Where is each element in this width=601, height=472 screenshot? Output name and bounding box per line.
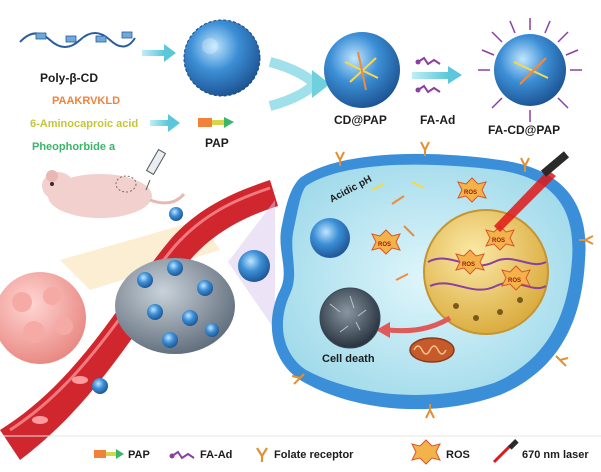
legend-folate: Folate receptor xyxy=(256,447,354,462)
arrow-components-to-pap xyxy=(150,114,180,132)
ros-text: ROS xyxy=(378,242,391,248)
folate-receptor-icon xyxy=(256,447,268,462)
nucleus xyxy=(423,209,549,335)
dead-cell xyxy=(319,287,381,349)
syringe-icon xyxy=(145,148,167,191)
fa-cd-pap-nanoparticle xyxy=(478,18,582,122)
arrow-to-cell-death xyxy=(376,315,452,338)
vessel-nanoparticle-1 xyxy=(169,207,183,221)
mouse-illustration xyxy=(42,170,186,218)
legend-label: Folate receptor xyxy=(274,449,354,461)
folate-receptors xyxy=(291,141,594,419)
cytoplasm-ros-2: ROS xyxy=(371,229,401,255)
cd-pap-nanoparticle xyxy=(324,32,400,108)
nucleus-ros-3: ROS xyxy=(501,265,531,291)
vessel-nanoparticle-2 xyxy=(92,378,108,394)
arrow-to-fa-cd-pap xyxy=(412,66,462,84)
ros-text: ROS xyxy=(492,238,505,244)
laser-icon xyxy=(492,439,519,464)
ros-text: ROS xyxy=(508,278,521,284)
component-label-peptide: PAAKRVKLD xyxy=(52,95,120,107)
pap-label: PAP xyxy=(205,136,229,150)
nucleus-ros-2: ROS xyxy=(455,249,485,275)
legend-fa-ad: FA-Ad xyxy=(169,449,232,461)
cell-death-label: Cell death xyxy=(322,353,375,365)
pap-icon xyxy=(94,449,124,459)
ros-text: ROS xyxy=(464,190,477,196)
mitochondrion xyxy=(409,337,455,363)
pap-molecule-icon xyxy=(198,117,234,128)
zoom-nanoparticle xyxy=(238,250,270,282)
laser-beam xyxy=(494,151,570,232)
component-label-photosensitizer: Pheophorbide a xyxy=(32,141,116,153)
legend-label: PAP xyxy=(128,449,150,461)
normal-tissue xyxy=(0,272,86,364)
fa-ad-icon xyxy=(169,450,195,460)
legend-label: ROS xyxy=(446,449,470,461)
ros-text: ROS xyxy=(462,262,475,268)
legend-pap: PAP xyxy=(94,449,150,461)
arrow-chain-to-np xyxy=(142,44,176,62)
ros-icon xyxy=(411,439,441,465)
legend-laser: 670 nm laser xyxy=(492,439,589,464)
fa-cd-pap-label: FA-CD@PAP xyxy=(488,123,560,137)
fa-ad-label: FA-Ad xyxy=(420,113,455,127)
component-label-linker: 6-Aminocaproic acid xyxy=(30,118,138,130)
merge-arrow xyxy=(268,57,330,111)
cd-nanoparticle xyxy=(183,19,261,97)
tumor-mass xyxy=(115,258,235,354)
legend-label: 670 nm laser xyxy=(522,449,589,461)
cytoplasm-ros-1: ROS xyxy=(457,177,487,203)
legend-label: FA-Ad xyxy=(200,449,232,461)
poly-cd-chain xyxy=(19,31,136,48)
legend-ros: ROS xyxy=(411,439,470,465)
cell-nanoparticle xyxy=(310,218,350,258)
cd-pap-label: CD@PAP xyxy=(334,113,387,127)
fa-ad-molecules xyxy=(415,56,441,94)
poly-cd-label: Poly-β-CD xyxy=(40,71,98,85)
nucleus-ros-1: ROS xyxy=(485,225,515,251)
